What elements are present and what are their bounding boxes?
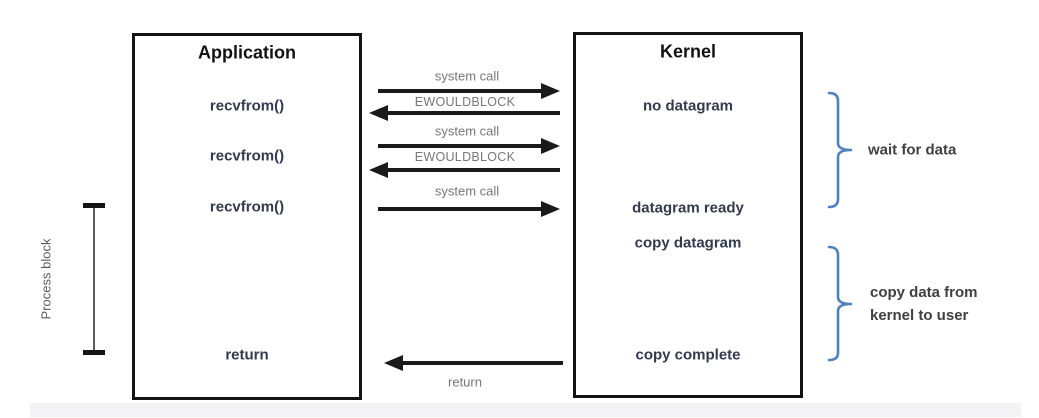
wait-for-data-label: wait for data bbox=[868, 141, 957, 159]
system-call-label-2: system call bbox=[434, 123, 500, 139]
ewouldblock-label-2: EWOULDBLOCK bbox=[414, 150, 516, 164]
system-call-arrow-1 bbox=[378, 83, 560, 99]
copy-data-brace bbox=[827, 245, 853, 362]
system-call-label-1: system call bbox=[434, 68, 500, 84]
process-block-span-line bbox=[83, 203, 105, 355]
recvfrom-call-2: recvfrom() bbox=[209, 147, 285, 165]
kernel-state-copy-complete: copy complete bbox=[635, 346, 741, 364]
footer-strip bbox=[30, 403, 1021, 417]
application-box-title: Application bbox=[198, 42, 296, 63]
system-call-arrow-3 bbox=[378, 201, 560, 217]
return-arrow bbox=[384, 355, 563, 371]
recvfrom-call-1: recvfrom() bbox=[209, 97, 285, 115]
copy-data-label-line2: kernel to user bbox=[870, 307, 969, 324]
system-call-arrow-2 bbox=[378, 138, 560, 154]
application-box bbox=[132, 33, 362, 400]
kernel-state-copy-datagram: copy datagram bbox=[634, 234, 742, 252]
wait-for-data-brace bbox=[827, 91, 853, 209]
ewouldblock-label-1: EWOULDBLOCK bbox=[414, 95, 516, 109]
process-block-label: Process block bbox=[38, 238, 54, 320]
kernel-box bbox=[573, 32, 803, 398]
recvfrom-call-3: recvfrom() bbox=[209, 198, 285, 216]
system-call-label-3: system call bbox=[434, 183, 500, 199]
copy-data-label: copy data from kernel to user bbox=[870, 281, 978, 327]
return-arrow-label: return bbox=[448, 374, 482, 390]
application-return-label: return bbox=[225, 346, 269, 364]
ewouldblock-arrow-1 bbox=[369, 105, 560, 121]
kernel-state-no-datagram: no datagram bbox=[642, 97, 734, 115]
copy-data-label-line1: copy data from bbox=[870, 284, 978, 301]
ewouldblock-arrow-2 bbox=[369, 162, 560, 178]
kernel-state-datagram-ready: datagram ready bbox=[632, 199, 744, 217]
kernel-box-title: Kernel bbox=[659, 41, 717, 62]
